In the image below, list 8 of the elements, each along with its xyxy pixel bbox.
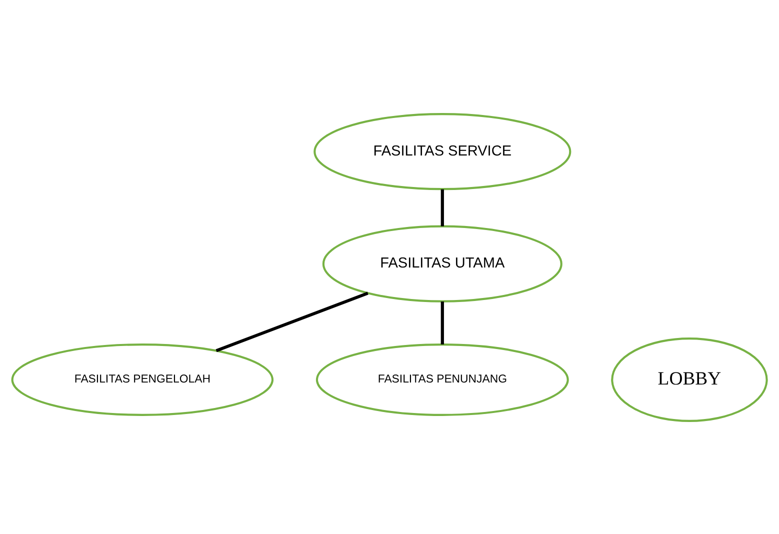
node-ellipse: FASILITAS PENGELOLAH: [11, 343, 274, 416]
connector: [440, 188, 444, 226]
node-ellipse: FASILITAS UTAMA: [322, 224, 562, 302]
node-ellipse: LOBBY: [611, 337, 768, 422]
node-ellipse: FASILITAS PENUNJANG: [316, 343, 569, 416]
node-ellipse: FASILITAS SERVICE: [314, 112, 572, 190]
connector: [440, 301, 444, 344]
connector: [216, 291, 368, 352]
